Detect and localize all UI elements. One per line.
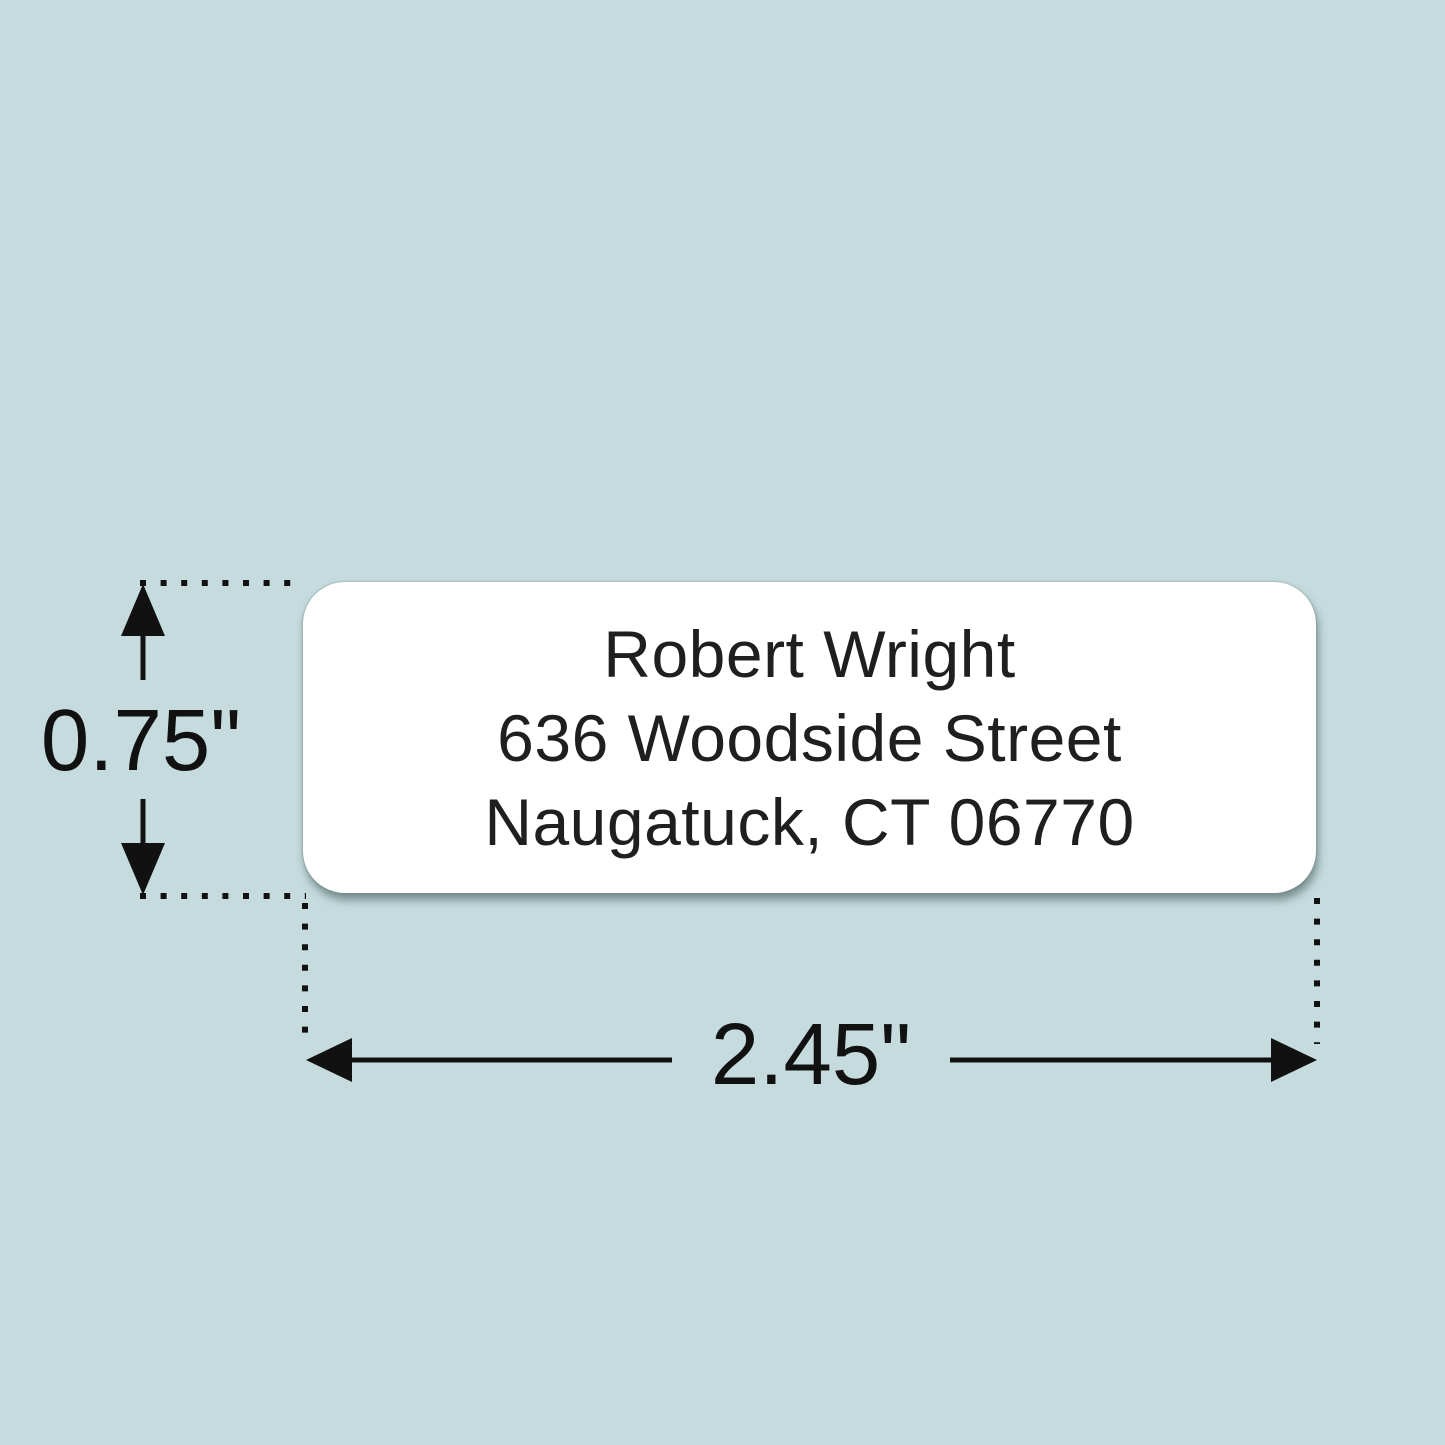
width-arrow-left <box>306 1038 672 1082</box>
width-dimension-text: 2.45" <box>710 1006 912 1103</box>
height-arrow-down <box>121 799 165 895</box>
address-line-name: Robert Wright <box>603 616 1016 691</box>
width-arrow-right <box>950 1038 1317 1082</box>
height-dimension-text: 0.75" <box>40 692 242 789</box>
address-label: Robert Wright 636 Woodside Street Naugat… <box>303 582 1316 893</box>
address-line-street: 636 Woodside Street <box>497 700 1122 775</box>
height-arrow-up <box>121 584 165 680</box>
address-line-city-state-zip: Naugatuck, CT 06770 <box>484 784 1135 859</box>
